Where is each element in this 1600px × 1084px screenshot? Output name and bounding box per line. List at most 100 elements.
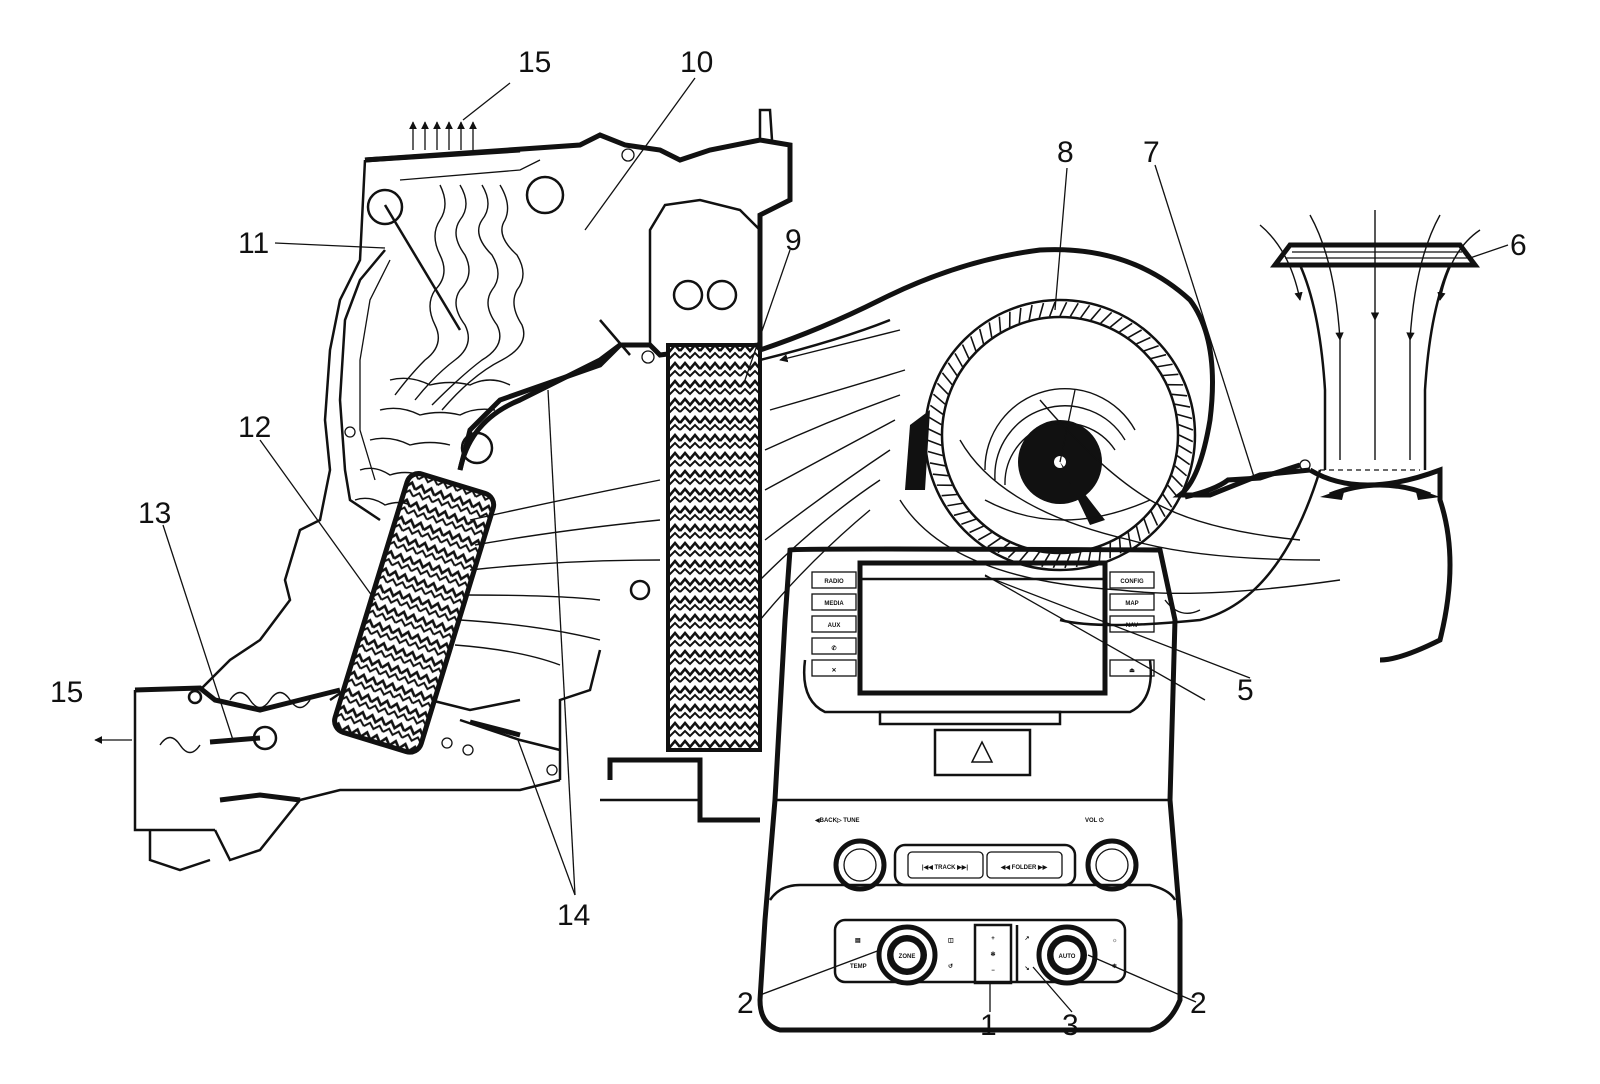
blower-fin <box>1080 304 1091 319</box>
track-button[interactable] <box>907 851 984 879</box>
defrost-icon: ▤ <box>855 938 861 944</box>
blower-fin <box>929 404 944 415</box>
blower-fin <box>1171 475 1184 488</box>
blower-fin <box>987 537 1001 548</box>
blower-fin <box>1157 363 1173 368</box>
rear-defrost-icon: ◫ <box>948 938 954 944</box>
callout-3: 3 <box>1062 1009 1079 1042</box>
radio-button-label: RADIO <box>824 579 844 585</box>
callout-1: 1 <box>980 1009 997 1042</box>
fan-plus-icon: + <box>991 936 995 942</box>
eject-button[interactable] <box>1109 659 1155 677</box>
blower-fin <box>1038 302 1045 319</box>
mute-icon: ✕ <box>831 667 836 674</box>
mute-button[interactable] <box>811 659 857 677</box>
phone-button[interactable] <box>811 637 857 655</box>
outlet-arrows-top <box>409 121 477 150</box>
config-button[interactable] <box>1109 571 1155 589</box>
media-button-label: MEDIA <box>824 601 844 607</box>
blower-fin <box>929 462 946 467</box>
blower-fin <box>936 382 949 395</box>
leader-lines <box>162 77 1509 1013</box>
callout-labels: 15 10 11 9 8 7 6 12 13 15 5 14 2 1 3 2 <box>50 46 1527 1042</box>
blower-fin <box>1028 304 1033 321</box>
track-button-label: |◀◀ TRACK ▶▶| <box>922 864 968 871</box>
blower-fin <box>1162 373 1179 377</box>
blower-fin <box>1167 484 1179 498</box>
nav-button-label: NAV <box>1126 623 1138 629</box>
blower-fin <box>941 372 953 386</box>
air-flow-lines <box>454 479 661 666</box>
blower-fin <box>988 322 993 338</box>
blower-fin <box>926 439 942 447</box>
mode-icon-lower: ↘ <box>1024 966 1029 972</box>
blower-fin <box>953 510 970 517</box>
blower-fin <box>954 352 964 368</box>
blower-fin <box>927 416 942 426</box>
tune-label: ◀BACK▷ TUNE <box>814 817 860 824</box>
blower-fin <box>961 344 970 359</box>
heat-waves <box>159 184 525 754</box>
config-button-label: CONFIG <box>1120 579 1144 585</box>
zone-knob[interactable] <box>876 924 938 986</box>
blower-fins <box>926 301 1194 569</box>
callout-8: 8 <box>1057 136 1074 169</box>
blower-fin <box>970 336 977 352</box>
blower-fin <box>998 316 1002 333</box>
aux-button[interactable] <box>811 615 857 633</box>
air-inlet <box>1059 210 1481 663</box>
callout-2-right: 2 <box>1190 987 1207 1020</box>
blower-fin <box>1048 301 1056 317</box>
tune-knob[interactable] <box>833 838 887 892</box>
auto-knob[interactable] <box>1036 924 1098 986</box>
volume-knob[interactable] <box>1085 838 1139 892</box>
blower-fin <box>1178 444 1193 454</box>
blower-fin <box>927 450 944 457</box>
blower-assembly <box>759 247 1341 621</box>
callout-6: 6 <box>1510 229 1527 262</box>
blower-fin <box>977 531 993 541</box>
blower-fin <box>1150 511 1159 526</box>
blower-fin <box>961 518 977 525</box>
blower-fin <box>1119 322 1133 333</box>
auto-knob-label: AUTO <box>1059 954 1076 960</box>
callout-10: 10 <box>680 46 713 79</box>
callout-13: 13 <box>138 497 171 530</box>
blower-fin <box>978 328 985 345</box>
blower-fin <box>1178 423 1194 431</box>
blower-fin <box>969 525 984 534</box>
blower-fin <box>1090 307 1102 321</box>
blower-fin <box>941 493 958 497</box>
mode-icon-upper: ↗ <box>1024 936 1029 942</box>
blower-fin <box>1059 301 1068 317</box>
blower-fin <box>1136 336 1151 345</box>
media-button[interactable] <box>811 593 857 611</box>
folder-button[interactable] <box>986 851 1063 879</box>
fan-switch[interactable] <box>973 923 1013 985</box>
blower-fin <box>932 393 946 405</box>
blower-fin <box>1143 518 1150 534</box>
callout-5: 5 <box>1237 674 1254 707</box>
recirculation-icon: ↺ <box>948 963 953 970</box>
blower-fin <box>947 502 963 507</box>
eject-icon: ⏏ <box>1129 668 1135 674</box>
callout-9: 9 <box>785 224 802 257</box>
blower-fin <box>932 473 949 477</box>
callout-2-left: 2 <box>737 987 754 1020</box>
map-button[interactable] <box>1109 593 1155 611</box>
center-stack: RADIO MEDIA AUX ✆ ✕ CONFIG MAP NAV ⏏ ◀BA… <box>757 546 1206 1033</box>
blower-fin <box>1174 465 1188 477</box>
callout-12: 12 <box>238 411 271 444</box>
blower-fin <box>1069 302 1079 317</box>
blower-fin <box>1100 311 1113 324</box>
blower-fin <box>1018 549 1030 563</box>
phone-icon: ✆ <box>831 645 836 652</box>
blower-fin <box>1109 316 1123 328</box>
folder-button-label: ◀◀ FOLDER ▶▶ <box>1000 864 1048 871</box>
fan-icon: ✻ <box>990 951 995 958</box>
callout-11: 11 <box>238 227 269 260</box>
zone-knob-label: ZONE <box>899 954 916 960</box>
blower-fin <box>947 362 958 376</box>
callout-14: 14 <box>557 899 590 932</box>
radio-button[interactable] <box>811 571 857 589</box>
